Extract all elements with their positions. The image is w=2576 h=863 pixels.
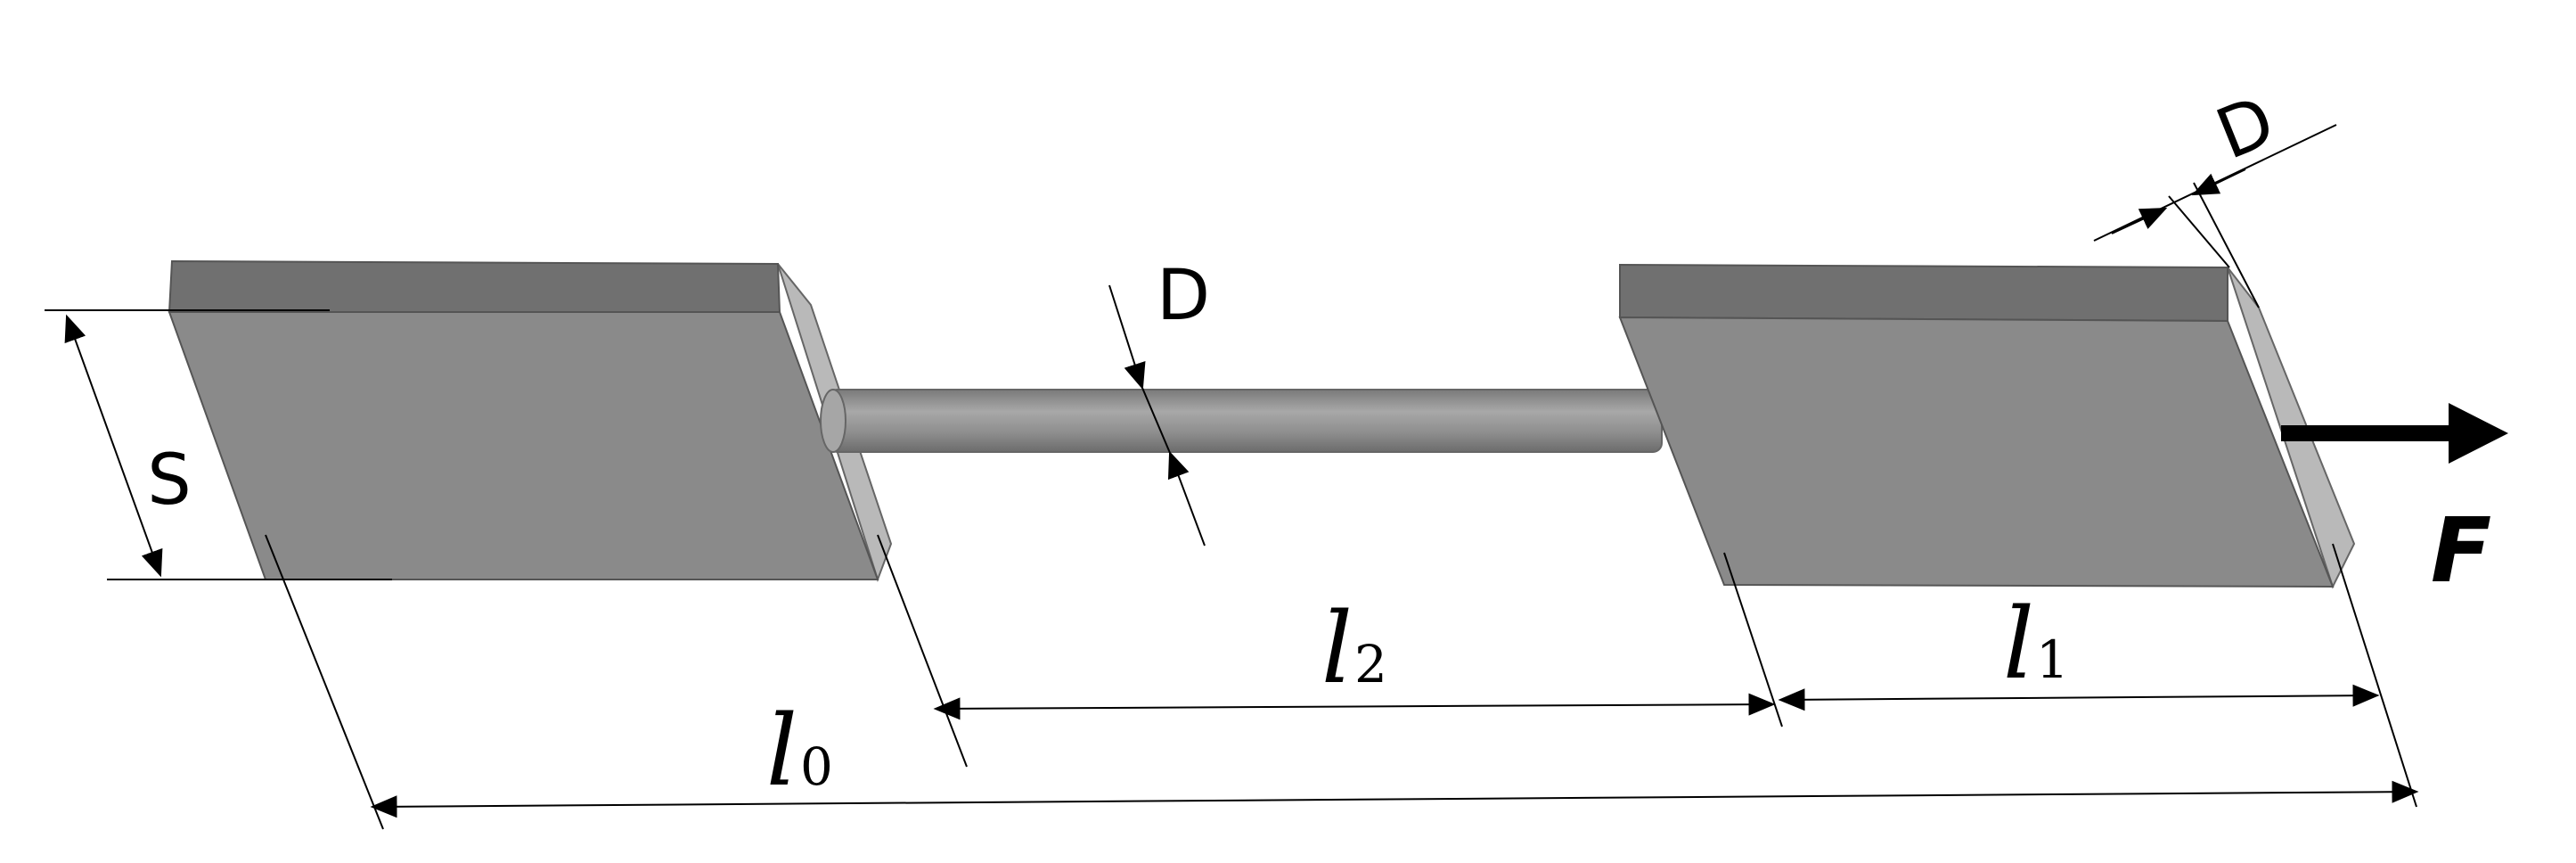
dimension-l0-line — [370, 780, 2419, 818]
label-s: S — [147, 440, 192, 521]
right-plate-top-face — [1619, 263, 2228, 323]
label-l0: l — [766, 694, 797, 808]
plate-d-arrow-right — [2191, 168, 2246, 196]
s-dimension-line — [64, 314, 163, 578]
label-l1-subscript: 1 — [2036, 629, 2069, 690]
left-plate-front-face — [168, 311, 879, 580]
label-plate-d: D — [2206, 81, 2286, 176]
dimension-rod-d — [1108, 284, 1206, 547]
left-plate-top-face — [168, 259, 781, 313]
ext-left-plate-right — [877, 534, 968, 768]
left-plate — [168, 259, 893, 583]
right-plate-front-face — [1618, 316, 2335, 588]
dimension-l2-line — [933, 693, 1776, 720]
label-rod-d: D — [1157, 256, 1210, 336]
label-l1: l — [2003, 587, 2034, 701]
dimension-s — [45, 309, 392, 580]
label-l0-subscript: 0 — [800, 736, 833, 797]
label-l2: l — [1321, 591, 1353, 705]
connecting-rod — [820, 389, 1663, 453]
dimension-plate-d — [2093, 124, 2337, 308]
rod-d-line-center — [1141, 387, 1171, 454]
force-arrow-head — [2449, 403, 2508, 464]
rod-left-end — [820, 389, 846, 453]
dimension-l1-line — [1778, 684, 2380, 711]
ext-right-plate-right — [2332, 543, 2417, 808]
right-plate — [1618, 263, 2356, 589]
plate-d-ext-right — [2193, 182, 2260, 308]
plate-d-ext-left — [2168, 195, 2230, 268]
plate-d-arrow-left — [2111, 207, 2168, 234]
ext-left-plate-corner — [265, 534, 384, 830]
rod-d-line-lower — [1167, 450, 1206, 547]
rod-d-line-upper — [1108, 284, 1146, 390]
force-arrow — [2281, 403, 2508, 464]
label-force: F — [2431, 498, 2491, 603]
rod-body — [828, 389, 1663, 453]
label-l2-subscript: 2 — [1354, 634, 1387, 695]
